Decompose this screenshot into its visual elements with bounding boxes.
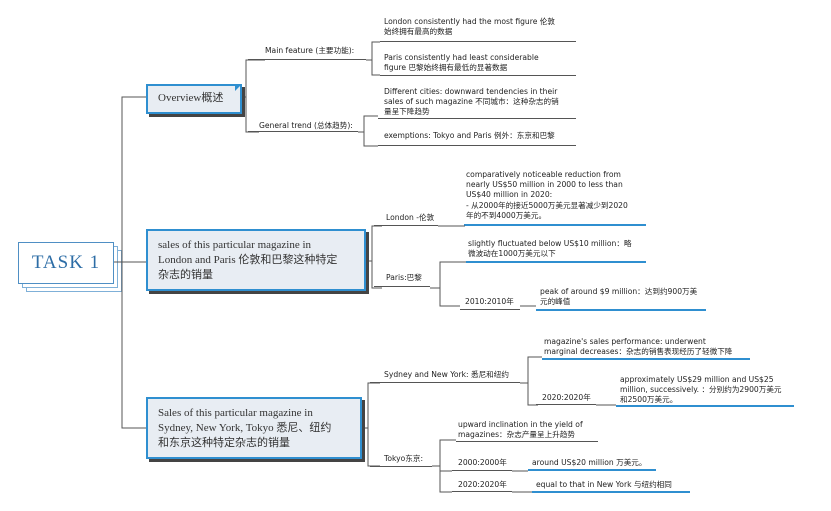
root-node[interactable]: TASK 1 [18,242,114,284]
underline [460,309,520,310]
main-feature-item-1-line-1[interactable]: London consistently had the most figure … [384,17,555,26]
underline [452,470,512,471]
london-detail-line-3[interactable]: US$40 million in 2020: [466,190,553,199]
underline [374,286,430,287]
underline [380,75,576,76]
sydney-ny-year-label[interactable]: 2020:2020年 [542,393,591,402]
sydney-ny-tokyo-line-3: 和东京这种特定杂志的销量 [158,437,290,449]
underline [464,224,646,226]
underline [370,382,520,383]
note-corner-icon [235,84,242,91]
root-label: TASK 1 [31,252,101,273]
sydney-ny-label[interactable]: Sydney and New York: 悉尼和纽约 [384,370,509,379]
underline [248,59,366,60]
paris-year-label[interactable]: 2010:2010年 [465,297,514,306]
underline [452,491,512,492]
underline [536,404,596,405]
tokyo-label[interactable]: Tokyo东京: [384,454,424,463]
underline [380,41,576,42]
paris-detail-line-2[interactable]: 微波动在1000万美元以下 [468,249,556,258]
paris-year-detail-line-1[interactable]: peak of around $9 million：达到约900万美 [540,287,698,296]
london-paris-node[interactable]: sales of this particular magazine in Lon… [146,229,366,291]
overview-label: Overview概述 [158,92,224,104]
paris-label[interactable]: Paris:巴黎 [386,273,422,282]
tokyo-2020-detail[interactable]: equal to that in New York 与纽约相同 [536,480,672,489]
tokyo-2020-label[interactable]: 2020:2020年 [458,480,507,489]
london-detail-line-5[interactable]: 年的不到4000万美元。 [466,211,547,220]
main-feature-item-2-line-2[interactable]: figure 巴黎始终拥有最低的显著数据 [384,63,508,72]
london-paris-line-1: sales of this particular magazine in [158,239,312,251]
general-trend-item-1-line-1[interactable]: Different cities: downward tendencies in… [384,87,558,96]
underline [374,225,438,226]
london-detail-line-1[interactable]: comparatively noticeable reduction from [466,170,621,179]
sydney-ny-detail-line-2[interactable]: marginal decreases：杂志的销售表现经历了轻微下降 [544,347,733,356]
sydney-ny-year-detail-line-1[interactable]: approximately US$29 million and US$25 [620,375,774,384]
underline [528,469,656,471]
overview-node[interactable]: Overview概述 [146,84,242,114]
underline [616,405,794,407]
london-paris-line-2: London and Paris 伦敦和巴黎这种特定 [158,254,338,266]
underline [456,441,598,442]
underline [542,358,750,360]
sydney-ny-year-detail-line-3[interactable]: 和2500万美元。 [620,395,678,404]
underline [378,118,576,119]
general-trend-item-1-line-3[interactable]: 量呈下降趋势 [384,107,430,116]
sydney-ny-tokyo-node[interactable]: Sales of this particular magazine in Syd… [146,397,362,459]
underline [248,131,358,132]
sydney-ny-tokyo-line-1: Sales of this particular magazine in [158,407,313,419]
sydney-ny-tokyo-line-2: Sydney, New York, Tokyo 悉尼、纽约 [158,422,332,434]
tokyo-detail-line-1[interactable]: upward inclination in the yield of [458,420,583,429]
london-label[interactable]: London -伦敦 [386,213,435,222]
london-detail-line-2[interactable]: nearly US$50 million in 2000 to less tha… [466,180,623,189]
tokyo-2000-detail[interactable]: around US$20 million 万美元。 [532,458,647,467]
general-trend-item-1-line-2[interactable]: sales of such magazine 不同城市：这种杂志的销 [384,97,559,106]
main-feature-label[interactable]: Main feature (主要功能): [265,46,355,55]
underline [378,145,576,146]
tokyo-2000-label[interactable]: 2000:2000年 [458,458,507,467]
tokyo-detail-line-2[interactable]: magazines：杂志产量呈上升趋势 [458,430,575,439]
paris-year-detail-line-2[interactable]: 元的峰值 [540,297,571,306]
paris-detail-line-1[interactable]: slightly fluctuated below US$10 million：… [468,239,632,248]
london-detail-line-4[interactable]: - 从2000年的接近5000万美元显著减少到2020 [466,201,628,210]
london-paris-line-3: 杂志的销量 [158,269,213,281]
sydney-ny-year-detail-line-2[interactable]: million, successively. ：分别约为2900万美元 [620,385,782,394]
general-trend-label[interactable]: General trend (总体趋势): [259,121,353,130]
main-feature-item-1-line-2[interactable]: 始终拥有最高的数据 [384,27,453,36]
underline [370,466,432,467]
underline [466,261,646,263]
main-feature-item-2-line-1[interactable]: Paris consistently had least considerabl… [384,53,539,62]
general-trend-item-2[interactable]: exemptions: Tokyo and Paris 例外：东京和巴黎 [384,131,555,140]
underline [532,491,690,493]
sydney-ny-detail-line-1[interactable]: magazine's sales performance: underwent [544,337,706,346]
underline [536,309,706,311]
